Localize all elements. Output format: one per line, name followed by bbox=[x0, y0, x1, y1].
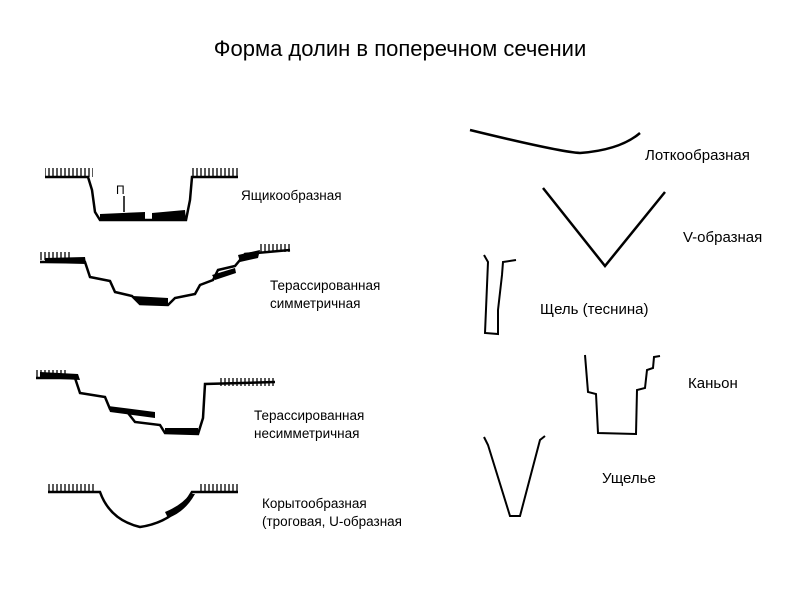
terraced-asymmetric-label-2: несимметричная bbox=[254, 426, 360, 441]
box-shaped-valley-profile bbox=[45, 168, 238, 222]
terraced-symmetric-label-1: Терассированная bbox=[270, 278, 381, 293]
terraced-symmetric-label-2: симметричная bbox=[270, 296, 361, 311]
terraced-symmetric-profile bbox=[40, 244, 291, 307]
slot-label: Щель (теснина) bbox=[540, 301, 649, 318]
canyon-profile bbox=[584, 354, 661, 436]
tray-shaped-profile bbox=[469, 128, 641, 155]
canyon-label: Каньон bbox=[688, 375, 738, 392]
gorge-profile bbox=[483, 435, 546, 517]
box-shaped-label: Ящикообразная bbox=[241, 188, 342, 203]
trough-label-2: (троговая, U-образная bbox=[262, 514, 402, 529]
terraced-asymmetric-label-1: Терассированная bbox=[254, 408, 365, 423]
tray-label: Лоткообразная bbox=[645, 147, 750, 164]
slot-profile bbox=[483, 254, 517, 336]
gorge-label: Ущелье bbox=[602, 470, 656, 487]
box-valley-marker: П bbox=[116, 183, 125, 197]
v-shaped-label: V-образная bbox=[683, 229, 763, 246]
trough-u-shaped-profile bbox=[48, 484, 238, 529]
page-title: Форма долин в поперечном сечении bbox=[213, 36, 587, 61]
v-shaped-profile bbox=[542, 187, 666, 268]
terraced-asymmetric-profile bbox=[36, 370, 276, 436]
trough-label-1: Корытообразная bbox=[262, 496, 367, 511]
